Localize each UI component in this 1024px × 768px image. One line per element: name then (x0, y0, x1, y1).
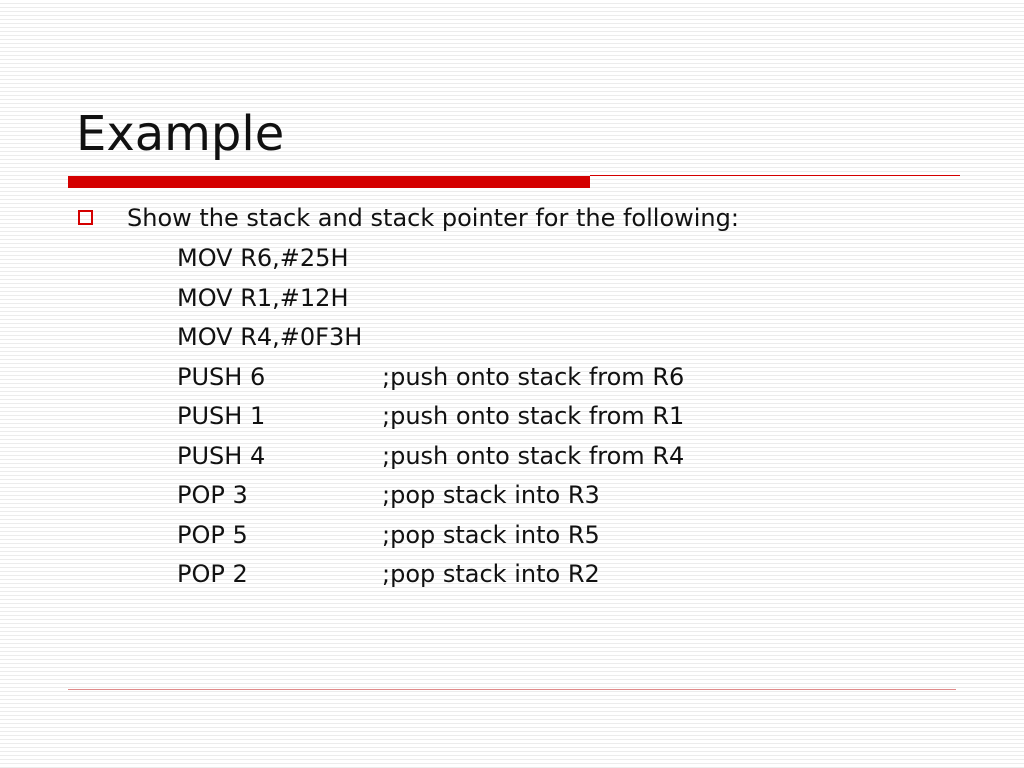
code-instruction: MOV R6,#25H (177, 244, 349, 272)
code-comment: ;push onto stack from R6 (382, 362, 685, 391)
slide-content: Show the stack and stack pointer for the… (76, 198, 976, 594)
code-instruction: MOV R1,#12H (177, 283, 349, 312)
code-line: POP 2 ;pop stack into R2 (76, 554, 976, 594)
code-line: PUSH 4 ;push onto stack from R4 (76, 436, 976, 476)
code-line: MOV R1,#12H (76, 278, 976, 318)
code-instruction: PUSH 4 (177, 441, 266, 470)
code-line: POP 3 ;pop stack into R3 (76, 475, 976, 515)
code-line: PUSH 1 ;push onto stack from R1 (76, 396, 976, 436)
code-instruction: PUSH 6 (177, 362, 266, 391)
code-comment: ;pop stack into R3 (382, 481, 600, 509)
code-comment: ;pop stack into R2 (382, 560, 600, 588)
code-block: MOV R6,#25H MOV R1,#12H MOV R4,#0F3H PUS… (76, 238, 976, 594)
code-line: PUSH 6 ;push onto stack from R6 (76, 357, 976, 397)
code-instruction: MOV R4,#0F3H (177, 323, 363, 351)
code-comment: ;pop stack into R5 (382, 520, 600, 549)
code-line: MOV R6,#25H (76, 238, 976, 278)
bullet-item: Show the stack and stack pointer for the… (76, 198, 976, 238)
title-accent-bar (68, 176, 590, 188)
code-comment: ;push onto stack from R4 (382, 441, 685, 470)
code-line: MOV R4,#0F3H (76, 317, 976, 357)
title-divider-line (590, 175, 960, 176)
slide-title: Example (76, 106, 285, 162)
hollow-square-bullet-icon (78, 210, 93, 225)
bullet-text: Show the stack and stack pointer for the… (127, 204, 739, 232)
footer-divider-line (68, 689, 956, 690)
code-instruction: POP 5 (177, 520, 248, 549)
code-instruction: POP 2 (177, 560, 248, 588)
code-comment: ;push onto stack from R1 (382, 402, 685, 430)
code-instruction: POP 3 (177, 481, 248, 509)
code-instruction: PUSH 1 (177, 402, 266, 430)
code-line: POP 5 ;pop stack into R5 (76, 515, 976, 555)
